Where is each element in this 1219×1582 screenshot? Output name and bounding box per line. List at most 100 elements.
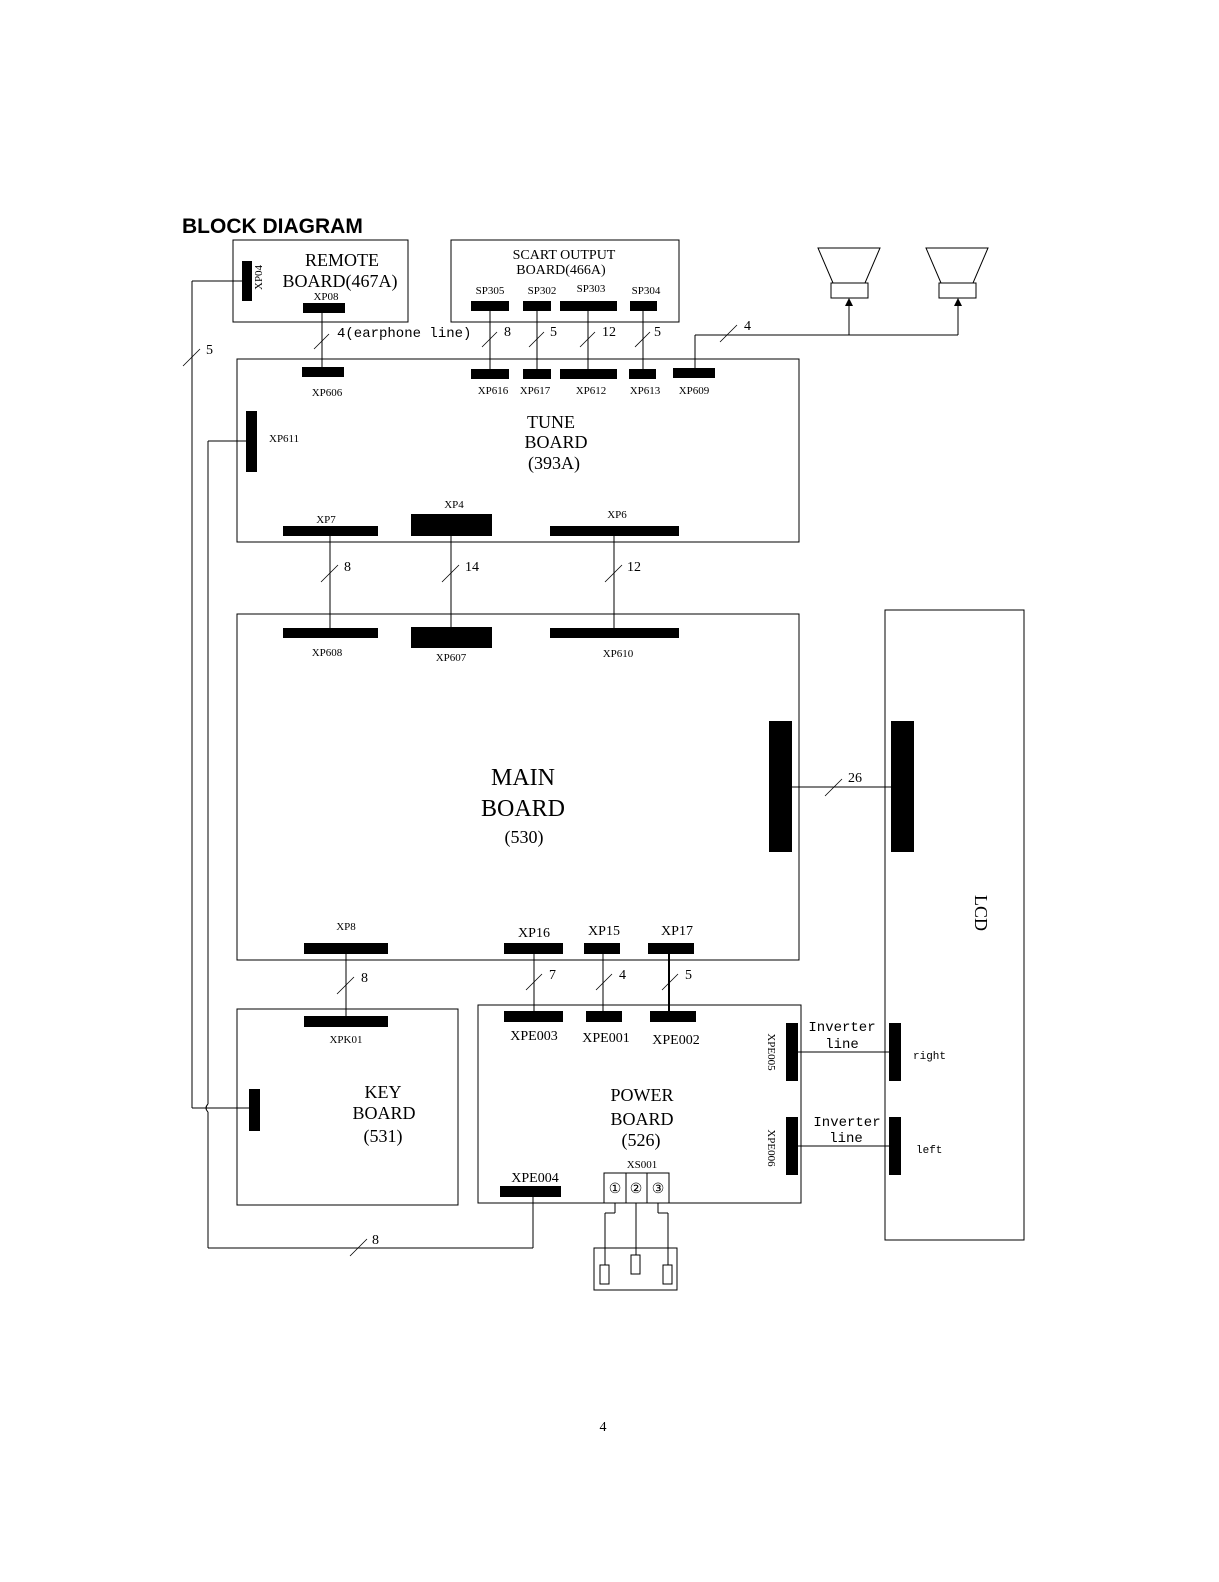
sp304-wire-count: 5 [654,325,661,340]
xp4-label: XP4 [444,499,464,511]
xp613-connector [629,369,656,379]
xp6-wire-count: 12 [627,560,641,575]
xp610-label: XP610 [603,648,634,660]
page-title: BLOCK DIAGRAM [182,215,363,238]
tune-board: XP606 XP616 XP617 XP612 XP613 XP609 XP61… [236,358,800,543]
xp607-label: XP607 [436,652,467,664]
xp17-label: XP17 [661,924,693,939]
tune-board-model: (393A) [528,453,580,474]
lcd-input-connector [891,721,914,852]
key-board-model: (531) [364,1126,403,1147]
main-board-name: MAIN [491,765,555,791]
xp610-connector [550,628,679,638]
xp7-wire-count: 8 [344,560,351,575]
xp608-label: XP608 [312,647,343,659]
wires: 4(earphone line) 8 5 12 5 4 5 [182,280,962,1257]
xp606-label: XP606 [312,387,343,399]
speaker-left-icon [817,247,881,299]
socket-pin-3: ③ [652,1182,665,1197]
sp304-connector [630,301,657,311]
scart-board-name: SCART OUTPUT [513,248,616,263]
xp15-connector [584,943,620,954]
lcd-panel: LCD right left [884,609,1025,1241]
page-number: 4 [600,1420,607,1435]
xp8-label: XP8 [336,921,356,933]
socket-pin-2: ② [630,1182,643,1197]
xpk01-label: XPK01 [329,1034,362,1046]
scart-board-model: BOARD(466A) [516,263,606,278]
xs001-label: XS001 [627,1159,658,1171]
xpe003-label: XPE003 [510,1029,557,1044]
xp616-connector [471,369,509,379]
xp617-connector [523,369,551,379]
xpe006-connector [786,1117,798,1175]
xpe002-label: XPE002 [652,1033,699,1048]
xp611-label: XP611 [269,433,299,445]
xp607-connector [411,627,492,648]
socket-pin-1: ① [609,1182,622,1197]
xp15-label: XP15 [588,924,620,939]
xp16-wire-count: 7 [549,968,556,983]
inverter-bottom-line1: Inverter [813,1115,880,1131]
power-board-name: POWER [611,1085,674,1105]
main-board-label: BOARD [481,796,565,822]
sp302-wire-count: 5 [550,325,557,340]
xp612-connector [560,369,617,379]
inverter-left-label: left [916,1145,942,1157]
xp613-label: XP613 [630,385,661,397]
key-board-name: KEY [365,1082,402,1102]
xp04-connector [242,261,252,301]
xpe001-label: XPE001 [582,1031,629,1046]
lcd-wire-count: 26 [848,771,862,786]
xpe005-connector [786,1023,798,1081]
sp302-label: SP302 [528,285,557,297]
xp609-label: XP609 [679,385,710,397]
xpe006-label: XPE006 [765,1129,777,1167]
main-board: XP608 XP607 XP610 MAIN BOARD (530) XP8 X… [236,613,800,961]
xp7-label: XP7 [316,514,336,526]
tune-board-name: TUNE [527,412,575,432]
remote-board: XP04 REMOTE BOARD(467A) XP08 [232,239,409,323]
sp303-connector [560,301,617,311]
xp617-label: XP617 [520,385,551,397]
remote-key-wire-count: 5 [206,343,213,358]
xpe003-connector [504,1011,563,1022]
lcd-output-connector [769,721,792,852]
remote-board-name: REMOTE [305,250,379,270]
main-board-model: (530) [505,827,544,848]
xp609-connector [673,368,715,378]
sp305-label: SP305 [476,285,505,297]
speaker-right-icon [925,247,989,299]
sp303-wire-count: 12 [602,325,616,340]
xp4-wire-count: 14 [465,560,479,575]
scart-output-board: SCART OUTPUT BOARD(466A) SP305 SP302 SP3… [450,239,680,323]
xp611-connector [246,411,257,472]
xp6-label: XP6 [607,509,627,521]
sp302-connector [523,301,551,311]
sp303-label: SP303 [577,283,606,295]
xp04-label: XP04 [253,264,265,290]
key-board-label: BOARD [352,1103,415,1123]
inverter-bottom-line2: line [829,1131,863,1147]
xp612-label: XP612 [576,385,607,397]
tune-board-label: BOARD [524,432,587,452]
xp608-connector [283,628,378,638]
xp4-connector [411,514,492,536]
xpe005-label: XPE005 [765,1033,777,1071]
key-board-side-connector [249,1089,260,1131]
xp616-label: XP616 [478,385,509,397]
xp17-wire-count: 5 [685,968,692,983]
power-board-label: BOARD [610,1109,673,1129]
sp304-label: SP304 [632,285,661,297]
inverter-left-connector [889,1117,901,1175]
inverter-top-line2: line [825,1037,859,1053]
xp606-connector [302,367,344,377]
inverter-right-label: right [913,1051,946,1063]
xpe004-connector [500,1186,561,1197]
key-board: XPK01 KEY BOARD (531) [236,1008,459,1206]
xp8-connector [304,943,388,954]
sp305-connector [471,301,509,311]
power-board: XPE003 XPE001 XPE002 XPE005 XPE006 POWER… [477,1004,802,1204]
xp16-label: XP16 [518,926,550,941]
